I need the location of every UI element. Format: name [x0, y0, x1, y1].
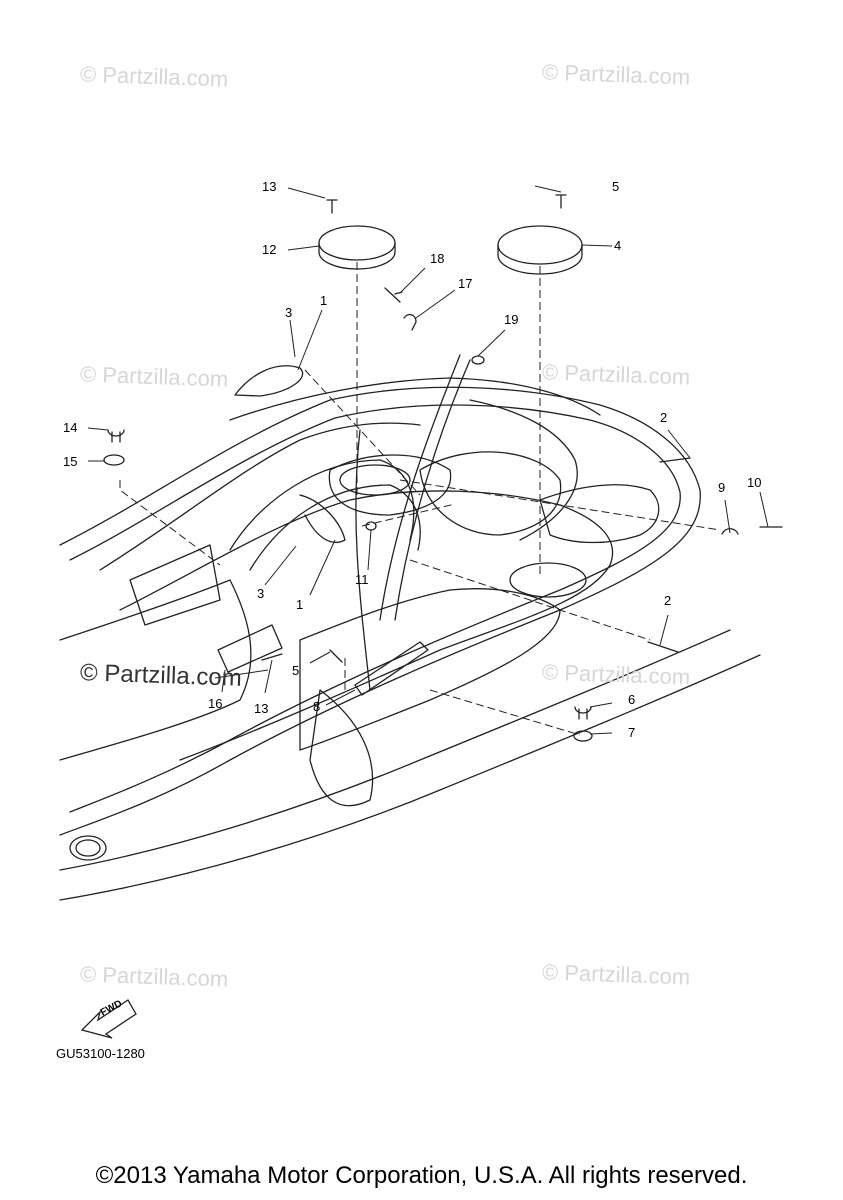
- upright-right: [394, 359, 471, 621]
- watermark: © Partzilla.com: [79, 961, 229, 992]
- fwd-arrow-icon: [80, 999, 137, 1039]
- clip-17: [403, 313, 417, 331]
- callout-17: 17: [458, 276, 473, 291]
- watermark: © Partzilla.com: [79, 361, 229, 392]
- upright-left: [355, 429, 371, 691]
- screw-18: [384, 287, 403, 303]
- footwell: [299, 588, 561, 751]
- hull-lower: [59, 629, 731, 871]
- callout-7: 7: [628, 725, 636, 740]
- rivet-2-top: [659, 457, 691, 463]
- rivet-2-bottom: [647, 641, 679, 653]
- hatch-cover-12: [318, 225, 396, 261]
- watermark: © Partzilla.com: [79, 61, 229, 92]
- washer-7: [573, 730, 593, 742]
- callout-11: 11: [355, 572, 369, 587]
- figure-code: GU53100-1280: [56, 1046, 145, 1061]
- callout-19: 19: [504, 312, 519, 327]
- hatch-cover-4: [497, 225, 583, 265]
- bow-step: [539, 484, 660, 544]
- washer-15: [103, 454, 125, 466]
- strap-upper: [234, 365, 304, 397]
- hull-keel: [59, 654, 761, 901]
- callout-1b: 1: [296, 597, 304, 612]
- callout-5b: 5: [292, 663, 300, 678]
- bolt-5b: [329, 649, 343, 663]
- callout-4: 4: [614, 238, 622, 253]
- bolt-13: [326, 199, 338, 214]
- inner-deck: [119, 490, 614, 761]
- screw-13b: [261, 653, 283, 661]
- bulkhead: [129, 544, 221, 626]
- motor-bay: [328, 454, 452, 516]
- bolt-6: [574, 706, 592, 720]
- drain-plug: [69, 835, 107, 861]
- callout-13: 13: [262, 179, 277, 194]
- hull-outline: [59, 386, 701, 836]
- callout-1: 1: [320, 293, 328, 308]
- watermark: © Partzilla.com: [541, 359, 691, 390]
- bolt-14: [107, 429, 125, 443]
- watermark: © Partzilla.com: [541, 59, 691, 90]
- callout-3: 3: [285, 305, 293, 320]
- copyright-notice: ©2013 Yamaha Motor Corporation, U.S.A. A…: [95, 1162, 748, 1189]
- callout-18: 18: [430, 251, 445, 266]
- hatch-ring-bottom: [509, 562, 587, 598]
- center-arch-2: [249, 484, 421, 571]
- callout-10: 10: [747, 475, 762, 490]
- assembly-lines: [119, 262, 721, 736]
- grommet-19: [471, 355, 485, 365]
- callout-6: 6: [628, 692, 636, 707]
- plate-8: [354, 641, 429, 696]
- callout-3b: 3: [257, 586, 265, 601]
- watermark-main: © Partzilla.com: [79, 659, 243, 692]
- callout-5: 5: [612, 179, 620, 194]
- leader-lines: [87, 185, 769, 735]
- side-panel: [309, 689, 374, 807]
- callout-15: 15: [63, 454, 78, 469]
- bracket-16: [217, 624, 283, 673]
- callout-14: 14: [63, 420, 78, 435]
- bolt-5: [555, 194, 567, 209]
- upright-right-2: [379, 354, 461, 621]
- callout-13b: 13: [254, 701, 269, 716]
- callout-8: 8: [313, 699, 321, 714]
- watermark: © Partzilla.com: [541, 959, 691, 990]
- deck-ridge: [229, 377, 601, 421]
- hull-gunwale: [69, 404, 681, 813]
- callout-16: 16: [208, 696, 223, 711]
- strap-lower: [299, 494, 346, 543]
- callout-2: 2: [660, 410, 668, 425]
- callout-9: 9: [718, 480, 726, 495]
- drain-plug-inner: [75, 839, 101, 857]
- seat-rail-right: [469, 399, 578, 541]
- clip-9: [721, 528, 739, 535]
- hatch-ring-top: [339, 464, 411, 496]
- washer-11: [365, 521, 377, 531]
- watermark: © Partzilla.com: [541, 659, 691, 690]
- callout-12: 12: [262, 242, 277, 257]
- seat-rail-left: [99, 422, 421, 571]
- callout-2b: 2: [664, 593, 672, 608]
- center-arch: [229, 459, 415, 551]
- rear-deck: [59, 579, 252, 761]
- gas-tank-area: [419, 451, 562, 536]
